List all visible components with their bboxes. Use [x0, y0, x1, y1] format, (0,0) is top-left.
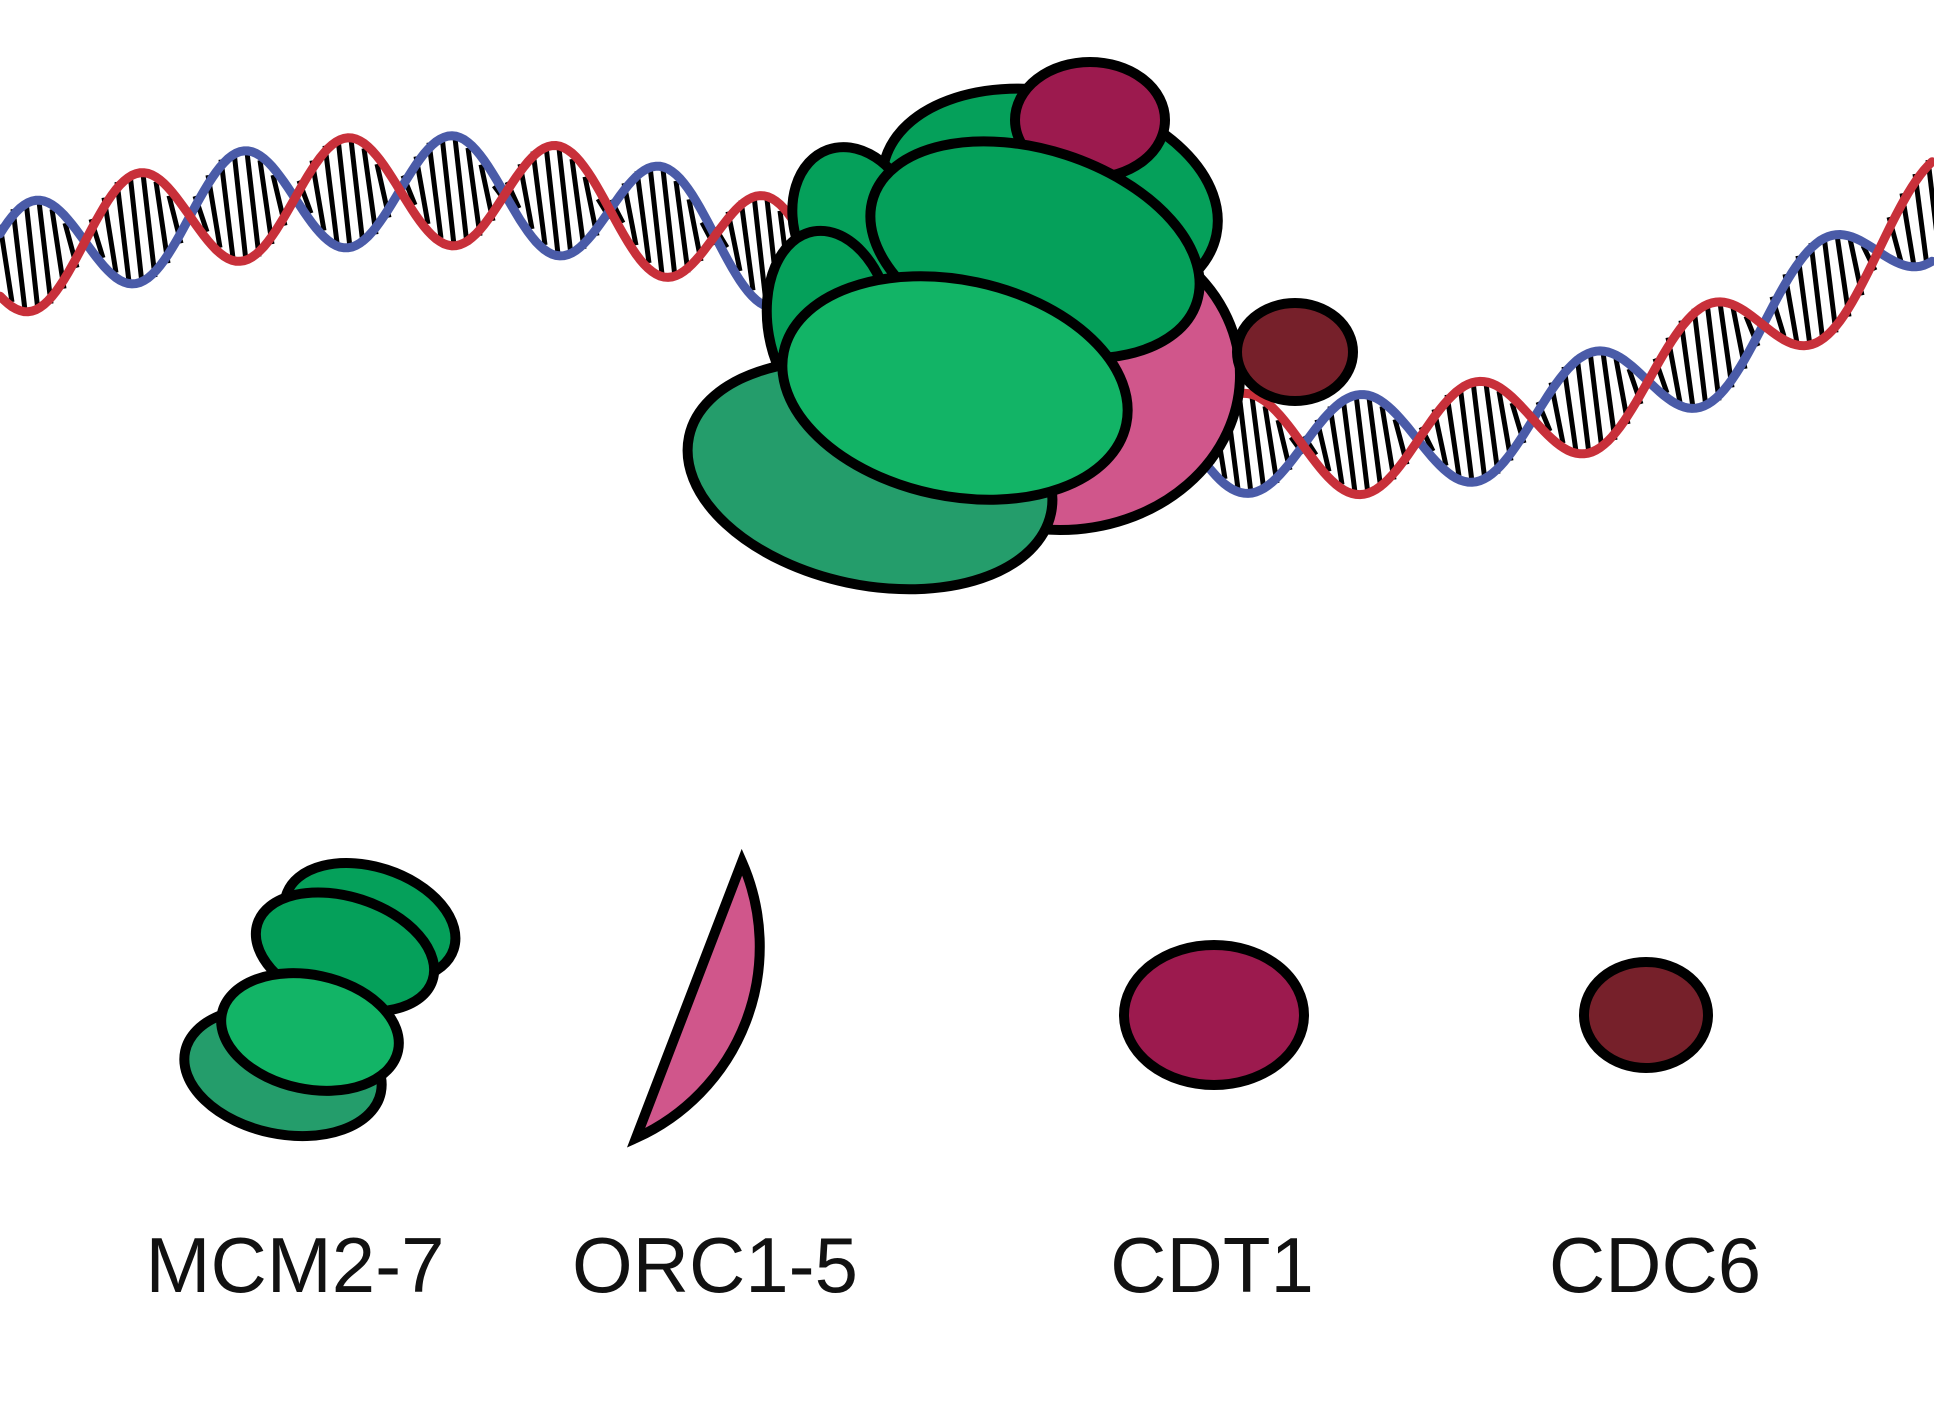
dna-base-pair — [335, 138, 353, 249]
dna-base-pair — [1236, 393, 1254, 494]
cdc6-oval-icon — [1579, 957, 1713, 1073]
dna-base-pair — [1691, 308, 1709, 408]
dna-base-pair — [1912, 173, 1930, 267]
cdt1-oval-icon — [1119, 940, 1309, 1090]
dna-base-pair — [1678, 320, 1696, 409]
legend-label-mcm: MCM2-7 — [145, 1221, 444, 1309]
dna-strand-red — [0, 133, 1934, 500]
dna-base-pair — [1483, 383, 1501, 475]
dna-base-pair — [1366, 397, 1384, 491]
dna-base-pair — [634, 170, 652, 264]
mcm-ring-stack-icon — [179, 858, 461, 1142]
dna-base-pair — [1704, 302, 1722, 401]
orc-half-disc-icon — [626, 848, 765, 1148]
dna-base-pair — [556, 148, 574, 256]
dna-base-pair — [1353, 394, 1371, 495]
dna-base-pair — [1457, 384, 1475, 483]
dna-base-pair — [1574, 355, 1592, 455]
dna-base-pair — [140, 173, 158, 278]
dna-base-pair — [1262, 405, 1280, 484]
dna-base-pair — [1587, 350, 1605, 451]
dna-base-pair — [114, 181, 132, 283]
dna-base-pair — [751, 195, 769, 304]
dna-base-pair — [36, 201, 54, 304]
dna-base-pair — [1249, 396, 1267, 492]
dna-base-pair — [439, 135, 457, 246]
dna-base-pair — [1795, 255, 1813, 347]
dna-base-pair — [10, 208, 28, 311]
dna-base-pair — [452, 137, 470, 245]
dna-base-pair — [1444, 394, 1462, 477]
legend-label-orc: ORC1-5 — [572, 1221, 858, 1309]
dna-base-pair — [738, 199, 756, 291]
dna-base-pair — [660, 169, 678, 278]
legend-label-cdc6: CDC6 — [1549, 1221, 1761, 1309]
dna-base-pair — [647, 165, 665, 275]
dna-base-pair — [1808, 242, 1826, 343]
dna-base-pair — [530, 150, 548, 246]
dna-base-pair — [1561, 366, 1579, 452]
legend: MCM2-7 ORC1-5 CDT1 CDC6 — [145, 848, 1761, 1309]
legend-label-cdt1: CDT1 — [1110, 1221, 1314, 1309]
dna-base-pair — [1327, 405, 1345, 485]
dna-base-pair — [1379, 405, 1397, 481]
dna-base-pair — [569, 158, 587, 250]
dna-base-pair — [426, 142, 444, 239]
dna-base-pair — [1717, 302, 1735, 388]
dna-base-pair — [231, 151, 249, 262]
dna-base-pair — [465, 147, 483, 237]
complex-cdc6 — [1232, 298, 1358, 406]
dna-base-pair — [322, 145, 340, 244]
dna-helix — [0, 131, 1934, 500]
dna-base-pair — [543, 145, 561, 255]
dna-base-pair — [361, 148, 379, 235]
dna-base-pair — [127, 173, 145, 284]
dna-base-pair — [1600, 351, 1618, 441]
dna-base-pair — [1470, 381, 1488, 482]
dna-base-pair — [348, 139, 366, 246]
dna-base-pair — [673, 180, 691, 273]
prereplication-complex — [682, 57, 1358, 595]
dna-base-pair — [1925, 159, 1934, 231]
dna-base-pair — [23, 200, 41, 312]
dna-base-pair — [257, 159, 275, 245]
complex-mcm-ring-front — [777, 271, 1133, 505]
dna-base-pair — [1340, 397, 1358, 493]
dna-base-pair — [1821, 235, 1839, 333]
dna-base-pair — [244, 151, 262, 257]
dna-base-pair — [218, 159, 236, 259]
